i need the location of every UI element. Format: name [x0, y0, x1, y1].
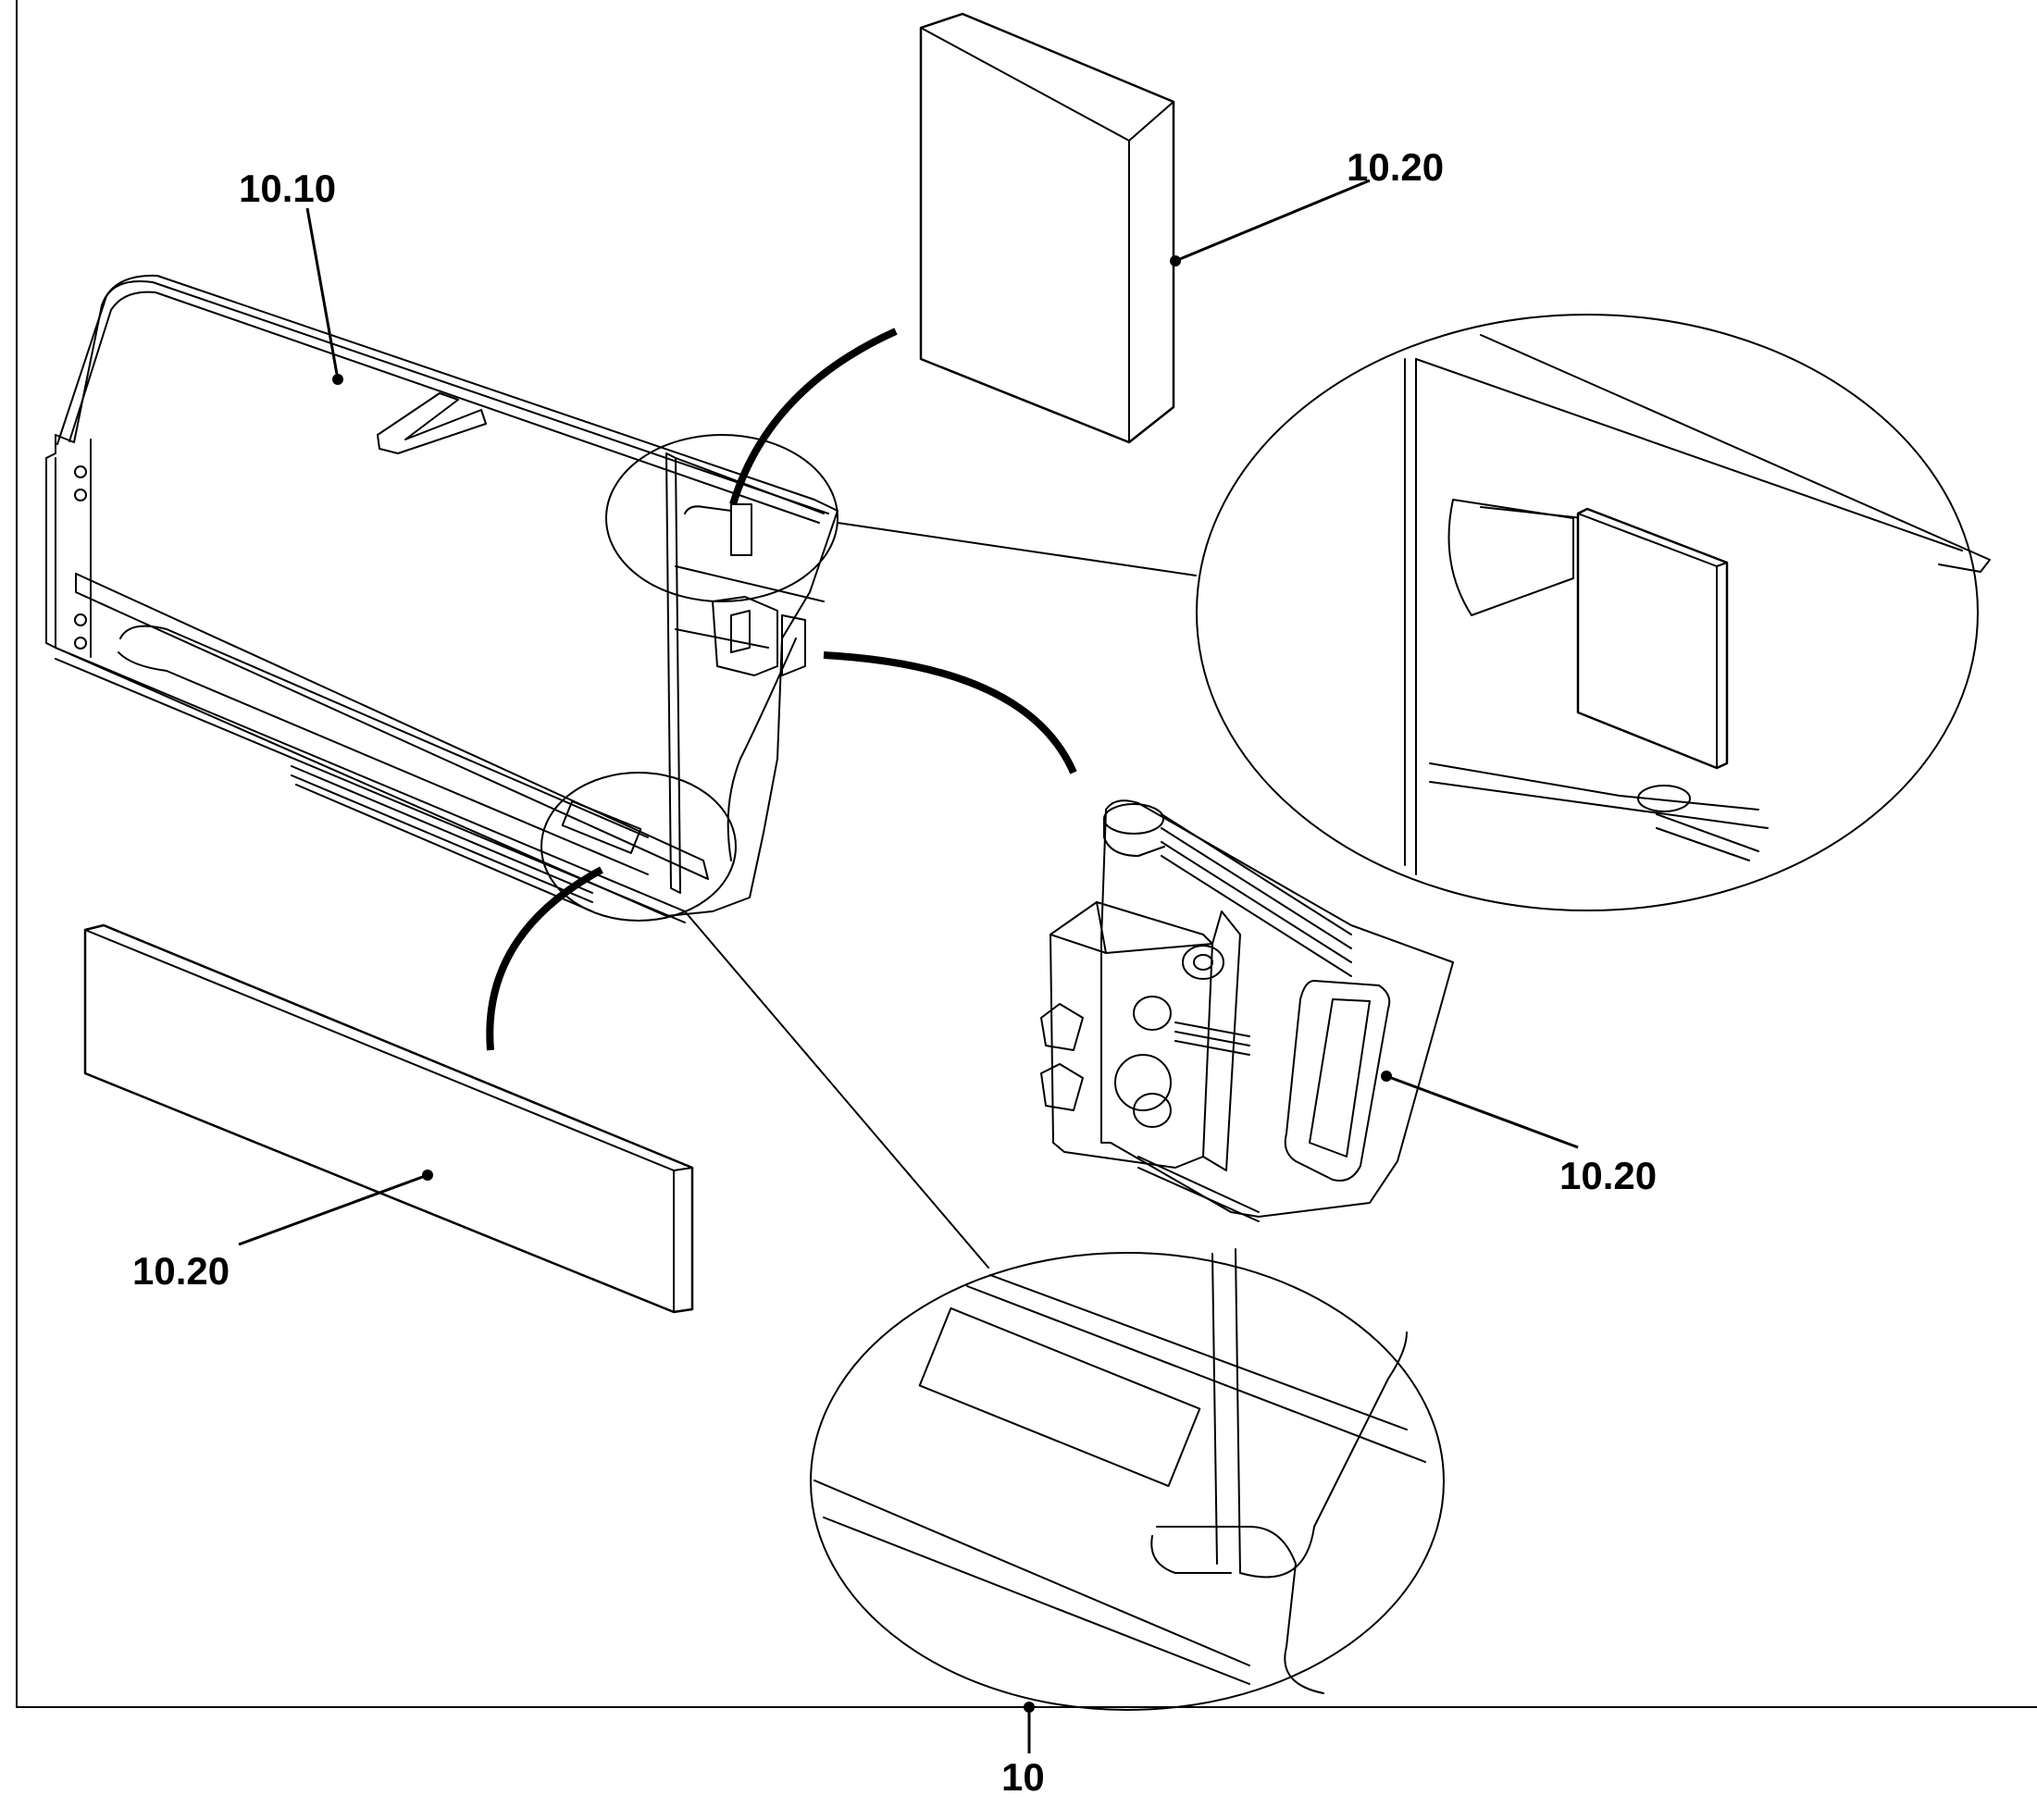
callout-leaders: [238, 179, 1579, 1753]
detail-view-bottom: [810, 1248, 1445, 1711]
pad-bottom-part: [83, 923, 694, 1314]
assembly-arrows: [486, 328, 1077, 1051]
callout-label-assembly: 10: [1001, 1755, 1045, 1799]
frame-part: [45, 274, 838, 923]
callout-label-frame: 10.10: [239, 167, 336, 210]
latch-part: [1040, 799, 1454, 1222]
zoom-circles-small: [540, 434, 838, 922]
magnifier-leaders: [684, 522, 1197, 1269]
detail-view-top: [1196, 314, 1991, 911]
callout-label-pad-top: 10.20: [1347, 145, 1444, 189]
callout-label-latch: 10.20: [1559, 1154, 1657, 1197]
callout-label-pad-bottom: 10.20: [132, 1249, 230, 1293]
pad-top-part: [919, 12, 1175, 444]
